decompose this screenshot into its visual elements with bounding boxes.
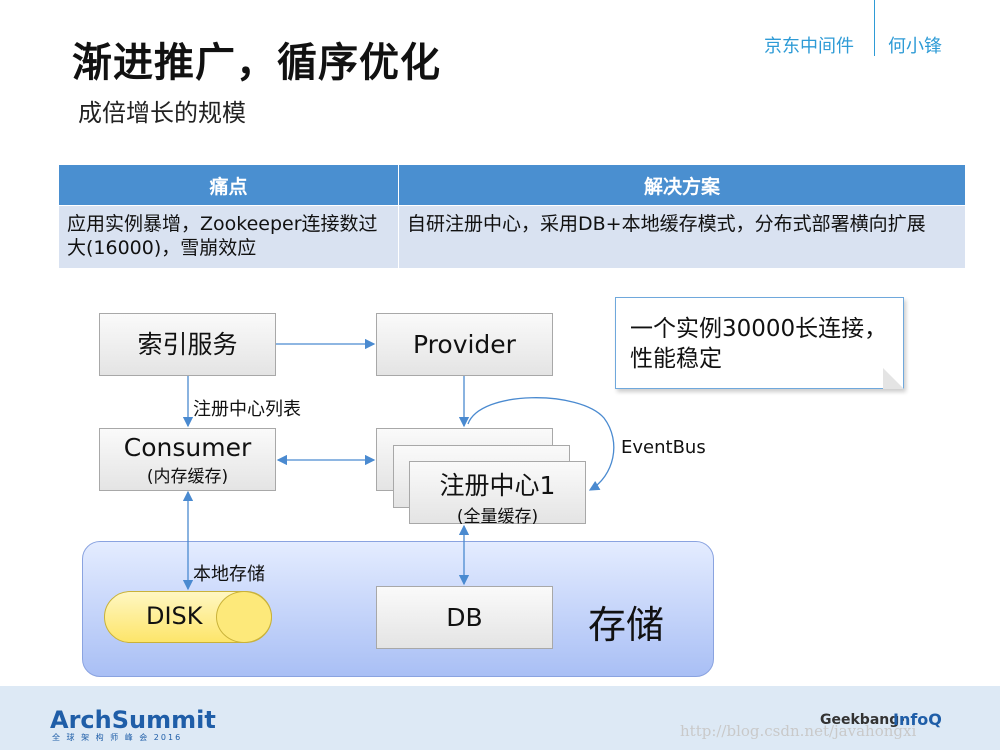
slide-subtitle: 成倍增长的规模 bbox=[78, 99, 246, 127]
storage-label: 存储 bbox=[588, 603, 665, 647]
table-cell-solution: 自研注册中心，采用DB+本地缓存模式，分布式部署横向扩展 bbox=[398, 205, 966, 269]
company-label: 京东中间件 bbox=[764, 36, 854, 57]
eventbus-loop-arrow bbox=[467, 397, 615, 491]
eventbus-label: EventBus bbox=[621, 437, 706, 458]
local-storage-label: 本地存储 bbox=[193, 564, 265, 585]
consumer-subtitle: (内存缓存) bbox=[146, 467, 229, 487]
callout-text: 一个实例30000长连接，性能稳定 bbox=[630, 316, 888, 372]
table-cell-pain: 应用实例暴增，Zookeeper连接数过大(16000)，雪崩效应 bbox=[58, 205, 399, 269]
registry-list-label: 注册中心列表 bbox=[193, 399, 301, 420]
watermark-url: http://blog.csdn.net/javahongxi bbox=[680, 722, 917, 740]
table-header-solution: 解决方案 bbox=[398, 164, 966, 206]
archsummit-logo: ArchSummit bbox=[50, 706, 216, 734]
registry-subtitle: (全量缓存) bbox=[456, 507, 539, 527]
callout-note: 一个实例30000长连接，性能稳定 bbox=[615, 297, 904, 389]
index-service-box: 索引服务 bbox=[99, 313, 276, 376]
disk-cylinder-end bbox=[216, 591, 272, 643]
consumer-box: Consumer (内存缓存) bbox=[99, 428, 276, 491]
header-divider bbox=[874, 0, 875, 56]
table-row: 应用实例暴增，Zookeeper连接数过大(16000)，雪崩效应 自研注册中心… bbox=[58, 205, 966, 269]
footer-bar bbox=[0, 686, 1000, 750]
provider-box: Provider bbox=[376, 313, 553, 376]
author-label: 何小锋 bbox=[888, 36, 942, 57]
consumer-title: Consumer bbox=[123, 433, 252, 462]
pain-solution-table: 痛点 解决方案 应用实例暴增，Zookeeper连接数过大(16000)，雪崩效… bbox=[58, 164, 966, 269]
registry-box: 注册中心1 (全量缓存) bbox=[409, 461, 586, 527]
archsummit-logo-subtitle: 全 球 架 构 师 峰 会 2016 bbox=[52, 733, 183, 742]
slide-title: 渐进推广，循序优化 bbox=[72, 40, 441, 86]
table-header-row: 痛点 解决方案 bbox=[58, 164, 966, 206]
disk-label: DISK bbox=[146, 602, 203, 630]
registry-title: 注册中心1 bbox=[439, 471, 556, 500]
db-box: DB bbox=[376, 586, 553, 649]
callout-fold-corner bbox=[883, 368, 904, 389]
infoq-logo: InfoQ bbox=[893, 710, 942, 729]
geekbang-logo: Geekbang› bbox=[820, 712, 906, 728]
